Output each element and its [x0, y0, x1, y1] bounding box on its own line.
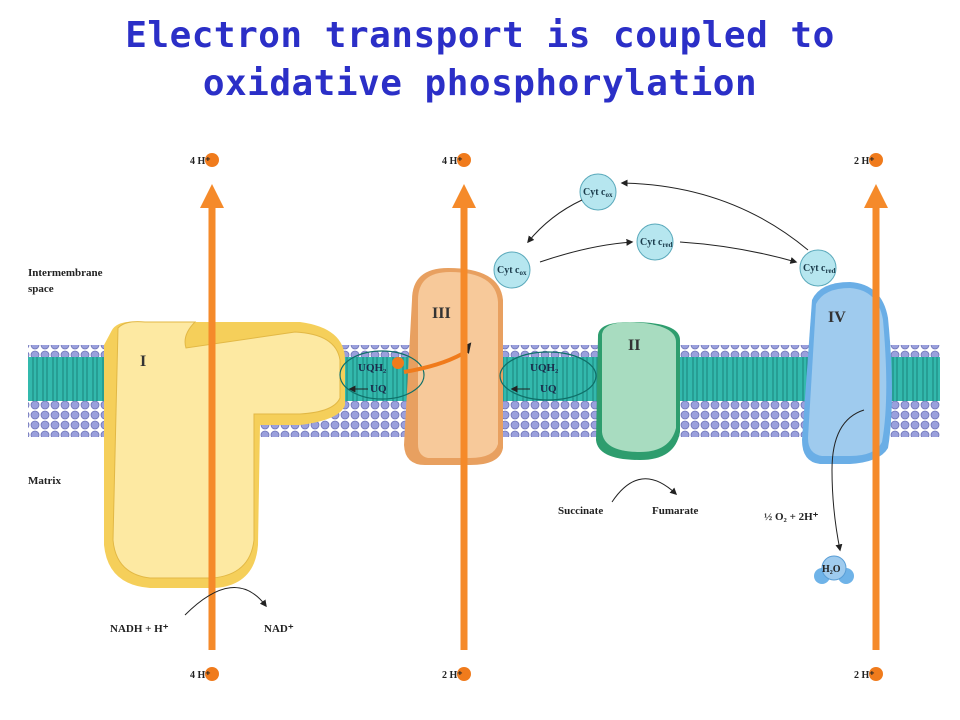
proton-top-1: 4 H⁺ — [190, 156, 211, 167]
uqh2-left-label: UQH₂ — [358, 362, 387, 374]
oxygen-arrow — [831, 409, 865, 552]
uq-proton-arrow — [403, 352, 463, 374]
svg-text:Cyt cox: Cyt cox — [497, 265, 527, 277]
proton-arrowhead-2 — [452, 184, 476, 208]
ubiquinone-right: UQH₂ UQ — [499, 351, 597, 401]
cytc-arrow-mid-to-right — [679, 241, 798, 264]
cytc-arrow-left-to-mid — [539, 238, 634, 263]
cytc-top-ox: Cyt cox — [579, 173, 617, 211]
svg-text:Cyt cred: Cyt cred — [640, 237, 673, 249]
proton-bottom-2: 2 H⁺ — [442, 670, 463, 681]
svg-text:Cyt cred: Cyt cred — [803, 263, 836, 275]
complex-ii-label: II — [628, 337, 640, 354]
cytc-right-red: Cyt cred — [799, 249, 837, 287]
cytc-mid-red: Cyt cred — [636, 223, 674, 261]
water-label: H₂O — [822, 564, 841, 575]
complex-iii: III — [404, 268, 503, 465]
oxygen-label: ½ O₂ + 2H⁺ — [764, 511, 819, 523]
proton-bottom-3: 2 H⁺ — [854, 670, 875, 681]
uq-right-label: UQ — [540, 383, 557, 395]
proton-arrowhead-1 — [200, 184, 224, 208]
complex-iii-label: III — [432, 305, 451, 322]
succinate-label: Succinate — [558, 505, 603, 517]
complex-iv-label: IV — [828, 309, 846, 326]
cytc-arrow-top-to-left — [527, 199, 583, 244]
proton-top-2: 4 H⁺ — [442, 156, 463, 167]
proton-arrows — [200, 184, 888, 650]
succinate-arrow — [611, 478, 678, 503]
complex-ii: II — [596, 322, 680, 460]
nadh-label: NADH + H⁺ — [110, 623, 169, 635]
uqh2-right-label: UQH₂ — [530, 362, 559, 374]
matrix-label: Matrix — [28, 475, 61, 487]
uq-left-label: UQ — [370, 383, 387, 395]
complex-i: I — [104, 321, 345, 588]
title-line-1: Electron transport is coupled to — [125, 15, 835, 56]
intermembrane-label: Intermembrane — [28, 267, 103, 279]
proton-labels-top: 4 H⁺ 4 H⁺ 2 H⁺ — [190, 153, 883, 167]
title-line-2: oxidative phosphorylation — [202, 63, 758, 104]
ubiquinone-left: UQH₂ UQ — [339, 350, 425, 400]
complex-iv: IV — [802, 282, 892, 464]
proton-bottom-1: 4 H⁺ — [190, 670, 211, 681]
nadh-arrow — [184, 587, 267, 616]
complex-i-label: I — [140, 353, 146, 370]
page-title: Electron transport is coupled to oxidati… — [0, 12, 960, 108]
space-label: space — [28, 283, 54, 295]
water-molecule: H₂O — [814, 555, 854, 584]
nad-label: NAD⁺ — [264, 623, 294, 635]
svg-text:Cyt cox: Cyt cox — [583, 187, 613, 199]
proton-arrowhead-3 — [864, 184, 888, 208]
proton-labels-bottom: 4 H⁺ 2 H⁺ 2 H⁺ — [190, 667, 883, 681]
cytc-left-ox: Cyt cox — [493, 251, 531, 289]
fumarate-label: Fumarate — [652, 505, 699, 517]
uq-proton-marker — [392, 357, 404, 369]
proton-top-3: 2 H⁺ — [854, 156, 875, 167]
cytc-arrow-right-to-top — [620, 179, 809, 251]
